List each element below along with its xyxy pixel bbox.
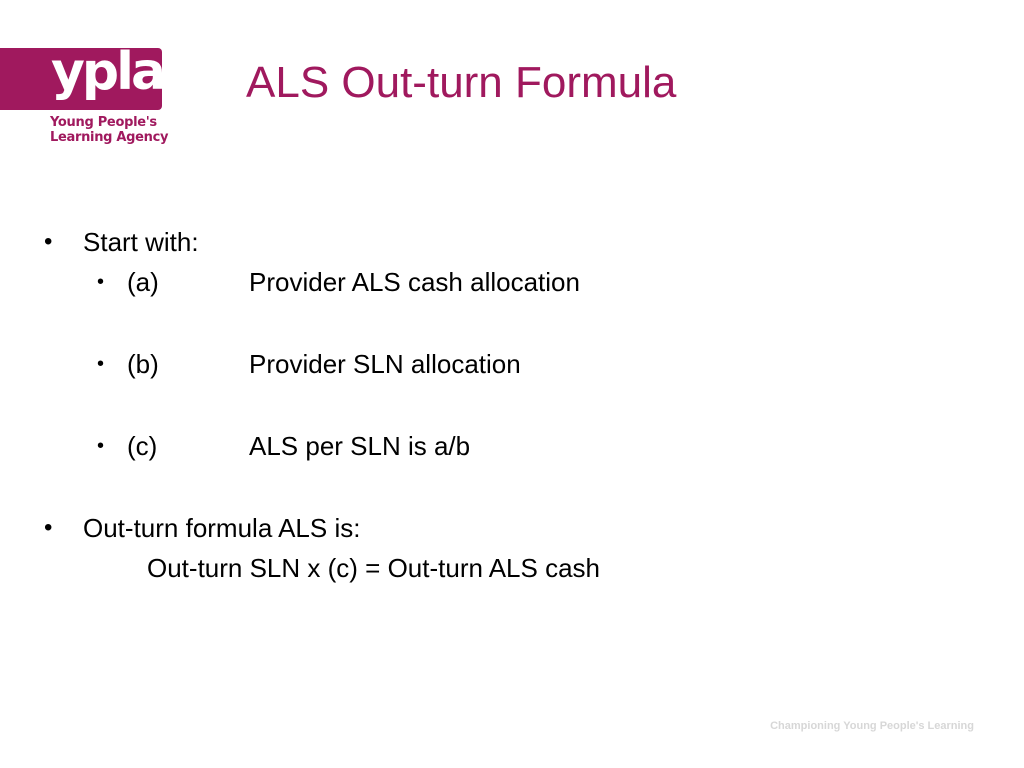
sub-c-label: (c) [127,431,158,461]
logo-wordmark: ypla [51,42,166,102]
sub-a-text: Provider ALS cash allocation [249,267,580,297]
sub-b-label: (b) [127,349,159,379]
sub-c-text: ALS per SLN is a/b [249,431,471,461]
footer-tagline: Championing Young People's Learning [770,720,974,732]
bullet-outturn-formula: Out-turn formula ALS is: [83,513,361,543]
sub-a-label: (a) [127,267,159,297]
bullet-dot: • [44,228,53,255]
slide-title: ALS Out-turn Formula [246,58,677,107]
formula-text: Out-turn SLN x (c) = Out-turn ALS cash [147,553,601,583]
logo-tagline-line-2: Learning Agency [50,130,169,145]
bullet-dot: • [44,514,53,541]
sub-bullet-dot: • [97,271,105,293]
bullet-start-with: Start with: [83,227,199,257]
logo-tagline: Young People's Learning Agency [50,115,180,145]
sub-bullet-dot: • [97,435,105,457]
logo-tagline-line-1: Young People's [50,115,157,130]
logo-background [0,48,162,110]
sub-bullet-dot: • [97,353,105,375]
sub-b-text: Provider SLN allocation [249,349,521,379]
